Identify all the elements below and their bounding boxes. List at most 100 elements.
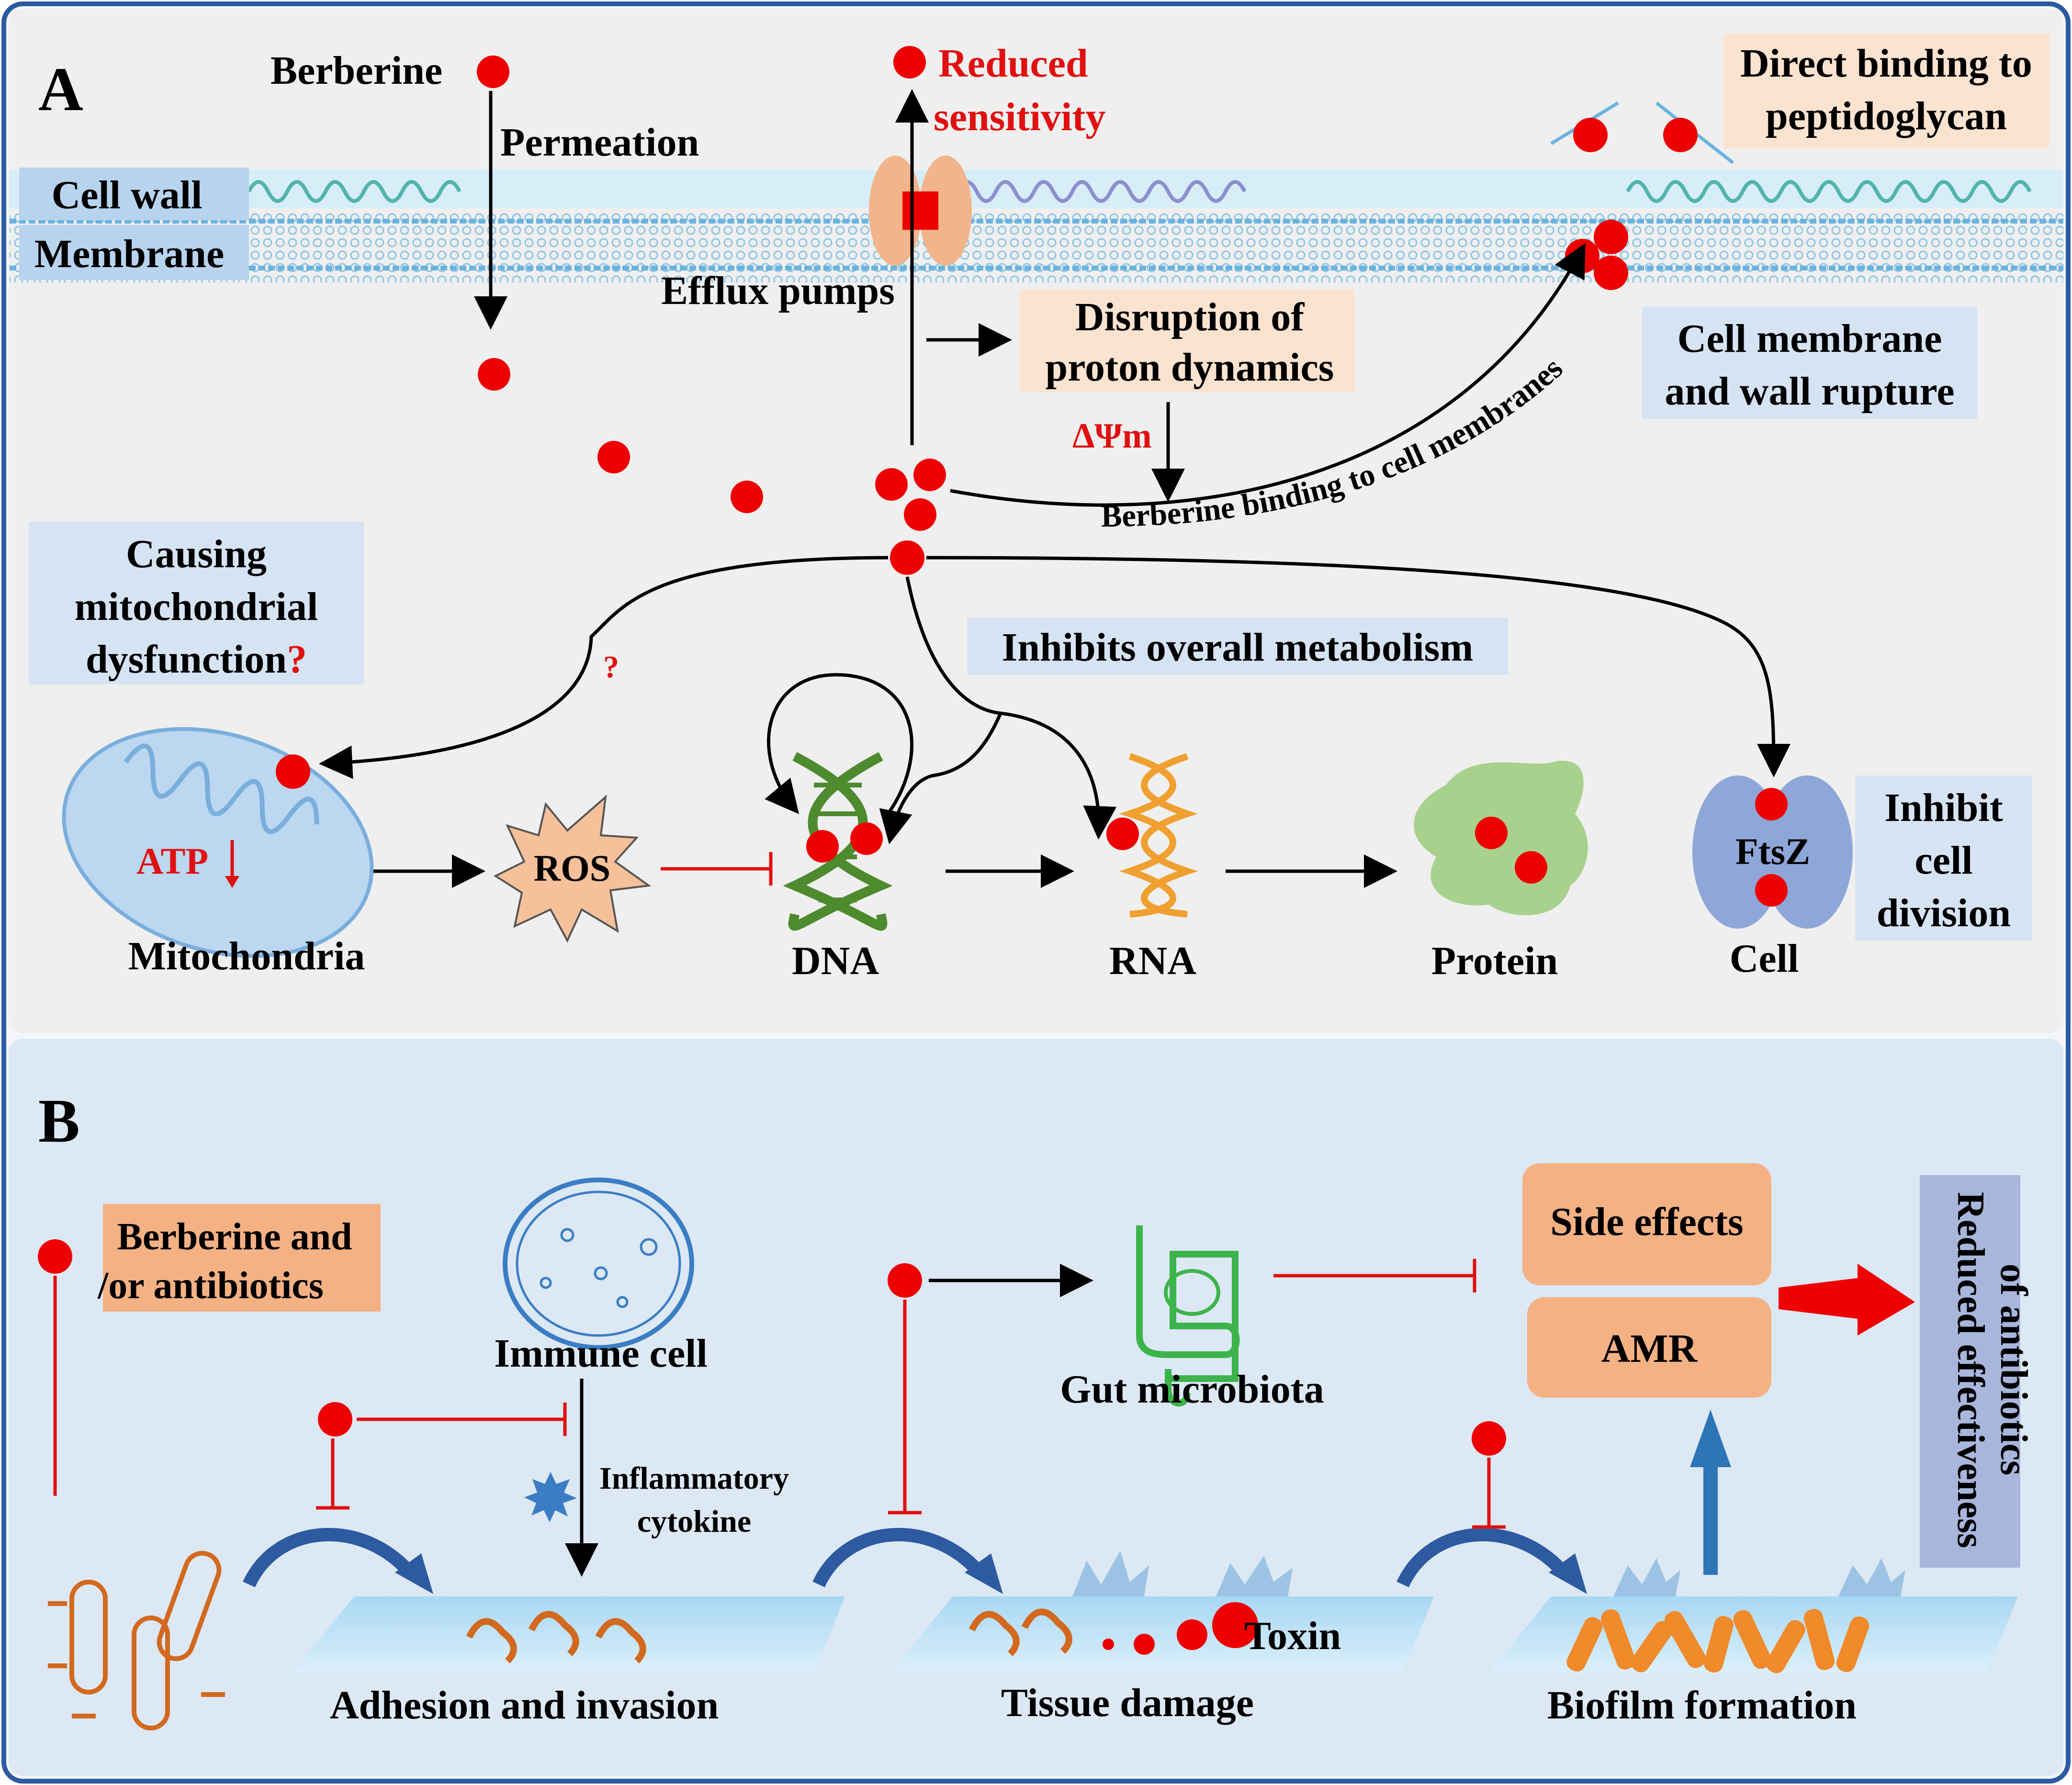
progress-arrow-2 (812, 1528, 987, 1588)
reduced-sensitivity-line1: Reduced (938, 41, 1088, 86)
permeation-label: Permeation (500, 120, 699, 165)
gut-label: Gut microbiota (1060, 1367, 1324, 1412)
mito-dysfunction-box (29, 522, 364, 685)
berberine-dot (276, 754, 310, 789)
berberine-dot (1573, 118, 1608, 152)
berberine-hub-dot (890, 540, 924, 575)
biofilm-label: Biofilm formation (1547, 1683, 1857, 1728)
legend-box (103, 1204, 381, 1312)
berberine-dot (477, 56, 509, 88)
tissue-plate-adhesion (292, 1596, 845, 1673)
progress-arrow-1 (243, 1528, 417, 1588)
tissue-damage-label: Tissue damage (1001, 1681, 1254, 1725)
berberine-label: Berberine (270, 48, 442, 93)
disruption-line1: Disruption of (1075, 295, 1305, 339)
biofilm-icon (1566, 1609, 1869, 1673)
cytokine-line1: Inflammatory (599, 1461, 789, 1496)
cell-label: Cell (1730, 936, 1799, 981)
mito-question-mark: ? (603, 650, 619, 685)
membrane-label: Membrane (34, 232, 225, 276)
panel-b-letter: B (38, 1087, 80, 1156)
dna-label: DNA (792, 939, 879, 983)
toxin-label: Toxin (1244, 1614, 1341, 1658)
direct-binding-box (1723, 34, 2049, 148)
tissue-plate-damage (890, 1596, 1434, 1673)
reduced-effectiveness-line2: of antibiotics (1993, 1264, 2035, 1475)
progress-arrow-3 (1396, 1528, 1571, 1588)
immune-cell-icon (503, 1178, 694, 1350)
legend-line1: Berberine and (117, 1216, 352, 1258)
panel-a-letter: A (38, 55, 83, 124)
toxin-icon (1103, 1602, 1258, 1655)
berberine-dot (806, 830, 839, 863)
berberine-dot (1515, 851, 1547, 884)
adhering-bacteria-icon (466, 1611, 646, 1663)
mito-dysfunction-line3: dysfunction? (86, 637, 307, 682)
amr-label: AMR (1601, 1326, 1698, 1371)
ros-burst-icon (493, 795, 652, 943)
rupture-line2: and wall rupture (1665, 369, 1954, 414)
metabolism-box (967, 617, 1508, 675)
side-effects-box (1522, 1163, 1771, 1285)
biofilm-to-amr-arrow (1703, 1465, 1718, 1575)
host-cell-spikes (1072, 1551, 1905, 1596)
hub-to-dna-arrow (879, 712, 1002, 844)
berberine-dot (904, 498, 936, 531)
rna-strand-icon (1119, 753, 1198, 918)
adhesion-label: Adhesion and invasion (330, 1683, 719, 1728)
disruption-line2: proton dynamics (1046, 345, 1334, 390)
atp-label: ATP (136, 840, 208, 882)
reduced-effectiveness-box (1920, 1175, 2020, 1568)
berberine-dot (1472, 1421, 1506, 1456)
mito-dysfunction-line1: Causing (126, 532, 267, 576)
damaging-bacteria-icon (968, 1608, 1072, 1656)
membrane-label-box (19, 225, 249, 280)
inhibit-division-box (1855, 775, 2032, 941)
berberine-dot (1755, 874, 1788, 907)
cell-wall-label-box (19, 168, 249, 220)
cell-wall-label: Cell wall (52, 173, 203, 217)
mitochondria-label: Mitochondria (128, 934, 365, 978)
rna-label: RNA (1109, 939, 1196, 983)
efflux-pump (869, 156, 972, 266)
dna-self-loop-arrow (765, 673, 913, 815)
bacteria-icon (48, 1550, 225, 1730)
gut-microbiota-icon (1136, 1225, 1240, 1407)
berberine-dot (597, 441, 630, 473)
berberine-dot (1106, 818, 1139, 850)
inhibit-division-line3: division (1877, 891, 2011, 935)
hub-to-mitochondria-arrow (319, 556, 889, 779)
berberine-dot (913, 459, 946, 491)
hub-to-ftsz-arrow (926, 556, 1790, 777)
berberine-dot (875, 468, 908, 501)
inhibit-division-line1: Inhibit (1884, 786, 2003, 830)
disruption-box (1020, 290, 1355, 393)
mito-dysfunction-line2: mitochondrial (75, 584, 318, 629)
reduced-sensitivity-dot (893, 46, 926, 79)
reduced-effectiveness-line1: Reduced effectiveness (1949, 1192, 1992, 1548)
berberine-dot (731, 481, 763, 513)
red-effect-arrow (1779, 1264, 1915, 1336)
efflux-pumps-label: Efflux pumps (661, 269, 895, 313)
berberine-dot (888, 1263, 922, 1298)
cytokine-icon (524, 1472, 577, 1522)
direct-binding-line1: Direct binding to (1740, 41, 2032, 86)
cytokine-line2: cytokine (637, 1504, 751, 1539)
rupture-box (1642, 306, 1977, 419)
legend-line2: /or antibiotics (97, 1265, 324, 1307)
protein-label: Protein (1431, 939, 1558, 983)
berberine-dot (1755, 788, 1788, 820)
berberine-dot (318, 1402, 352, 1437)
direct-binding-line2: peptidoglycan (1766, 94, 2007, 138)
hub-to-rna-arrow (905, 576, 1117, 840)
berberine-dot (1594, 220, 1628, 254)
ftsz-label: FtsZ (1735, 831, 1810, 872)
inhibit-division-line2: cell (1914, 838, 1972, 883)
immune-cell-label: Immune cell (494, 1331, 708, 1376)
membrane-binding-arrow (950, 243, 1586, 507)
berberine-dot (1663, 118, 1698, 152)
berberine-dot (850, 822, 883, 855)
delta-psi-label: ΔΨm (1072, 416, 1152, 456)
metabolism-label: Inhibits overall metabolism (1002, 625, 1474, 670)
